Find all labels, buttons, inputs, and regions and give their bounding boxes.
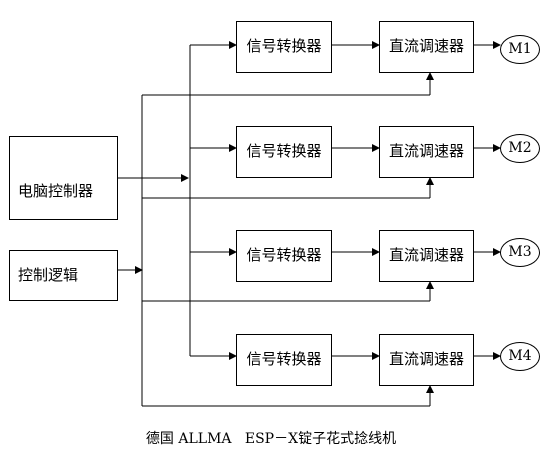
dc-speed-controller-label: 直流调速器	[388, 142, 464, 160]
diagram-caption: 德国 ALLMA ESP－X锭子花式捻线机	[145, 431, 397, 447]
signal-converter-block: 信号转换器	[236, 334, 332, 386]
signal-converter-label: 信号转换器	[246, 350, 322, 368]
motor-label: M3	[508, 244, 532, 260]
motor-circle: M1	[500, 35, 540, 64]
control-logic-label: 控制逻辑	[18, 266, 79, 284]
dc-speed-controller-block: 直流调速器	[379, 230, 474, 282]
motor-label: M2	[508, 140, 532, 156]
signal-converter-label: 信号转换器	[246, 142, 322, 160]
dc-speed-controller-block: 直流调速器	[379, 21, 474, 73]
signal-converter-label: 信号转换器	[246, 37, 322, 55]
motor-label: M4	[508, 348, 532, 364]
dc-speed-controller-label: 直流调速器	[388, 350, 464, 368]
motor-circle: M3	[500, 238, 540, 267]
signal-converter-block: 信号转换器	[236, 126, 332, 178]
dc-speed-controller-label: 直流调速器	[388, 37, 464, 55]
signal-converter-block: 信号转换器	[236, 230, 332, 282]
dc-speed-controller-label: 直流调速器	[388, 246, 464, 264]
motor-circle: M2	[500, 134, 540, 163]
control-logic-block: 控制逻辑	[9, 250, 118, 301]
computer-controller-label: 电脑控制器	[18, 182, 94, 200]
motor-label: M1	[508, 41, 532, 57]
dc-speed-controller-block: 直流调速器	[379, 334, 474, 386]
dc-speed-controller-block: 直流调速器	[379, 126, 474, 178]
computer-controller-block: 电脑控制器	[9, 136, 118, 220]
motor-circle: M4	[500, 342, 540, 371]
signal-converter-label: 信号转换器	[246, 246, 322, 264]
signal-converter-block: 信号转换器	[236, 21, 332, 73]
